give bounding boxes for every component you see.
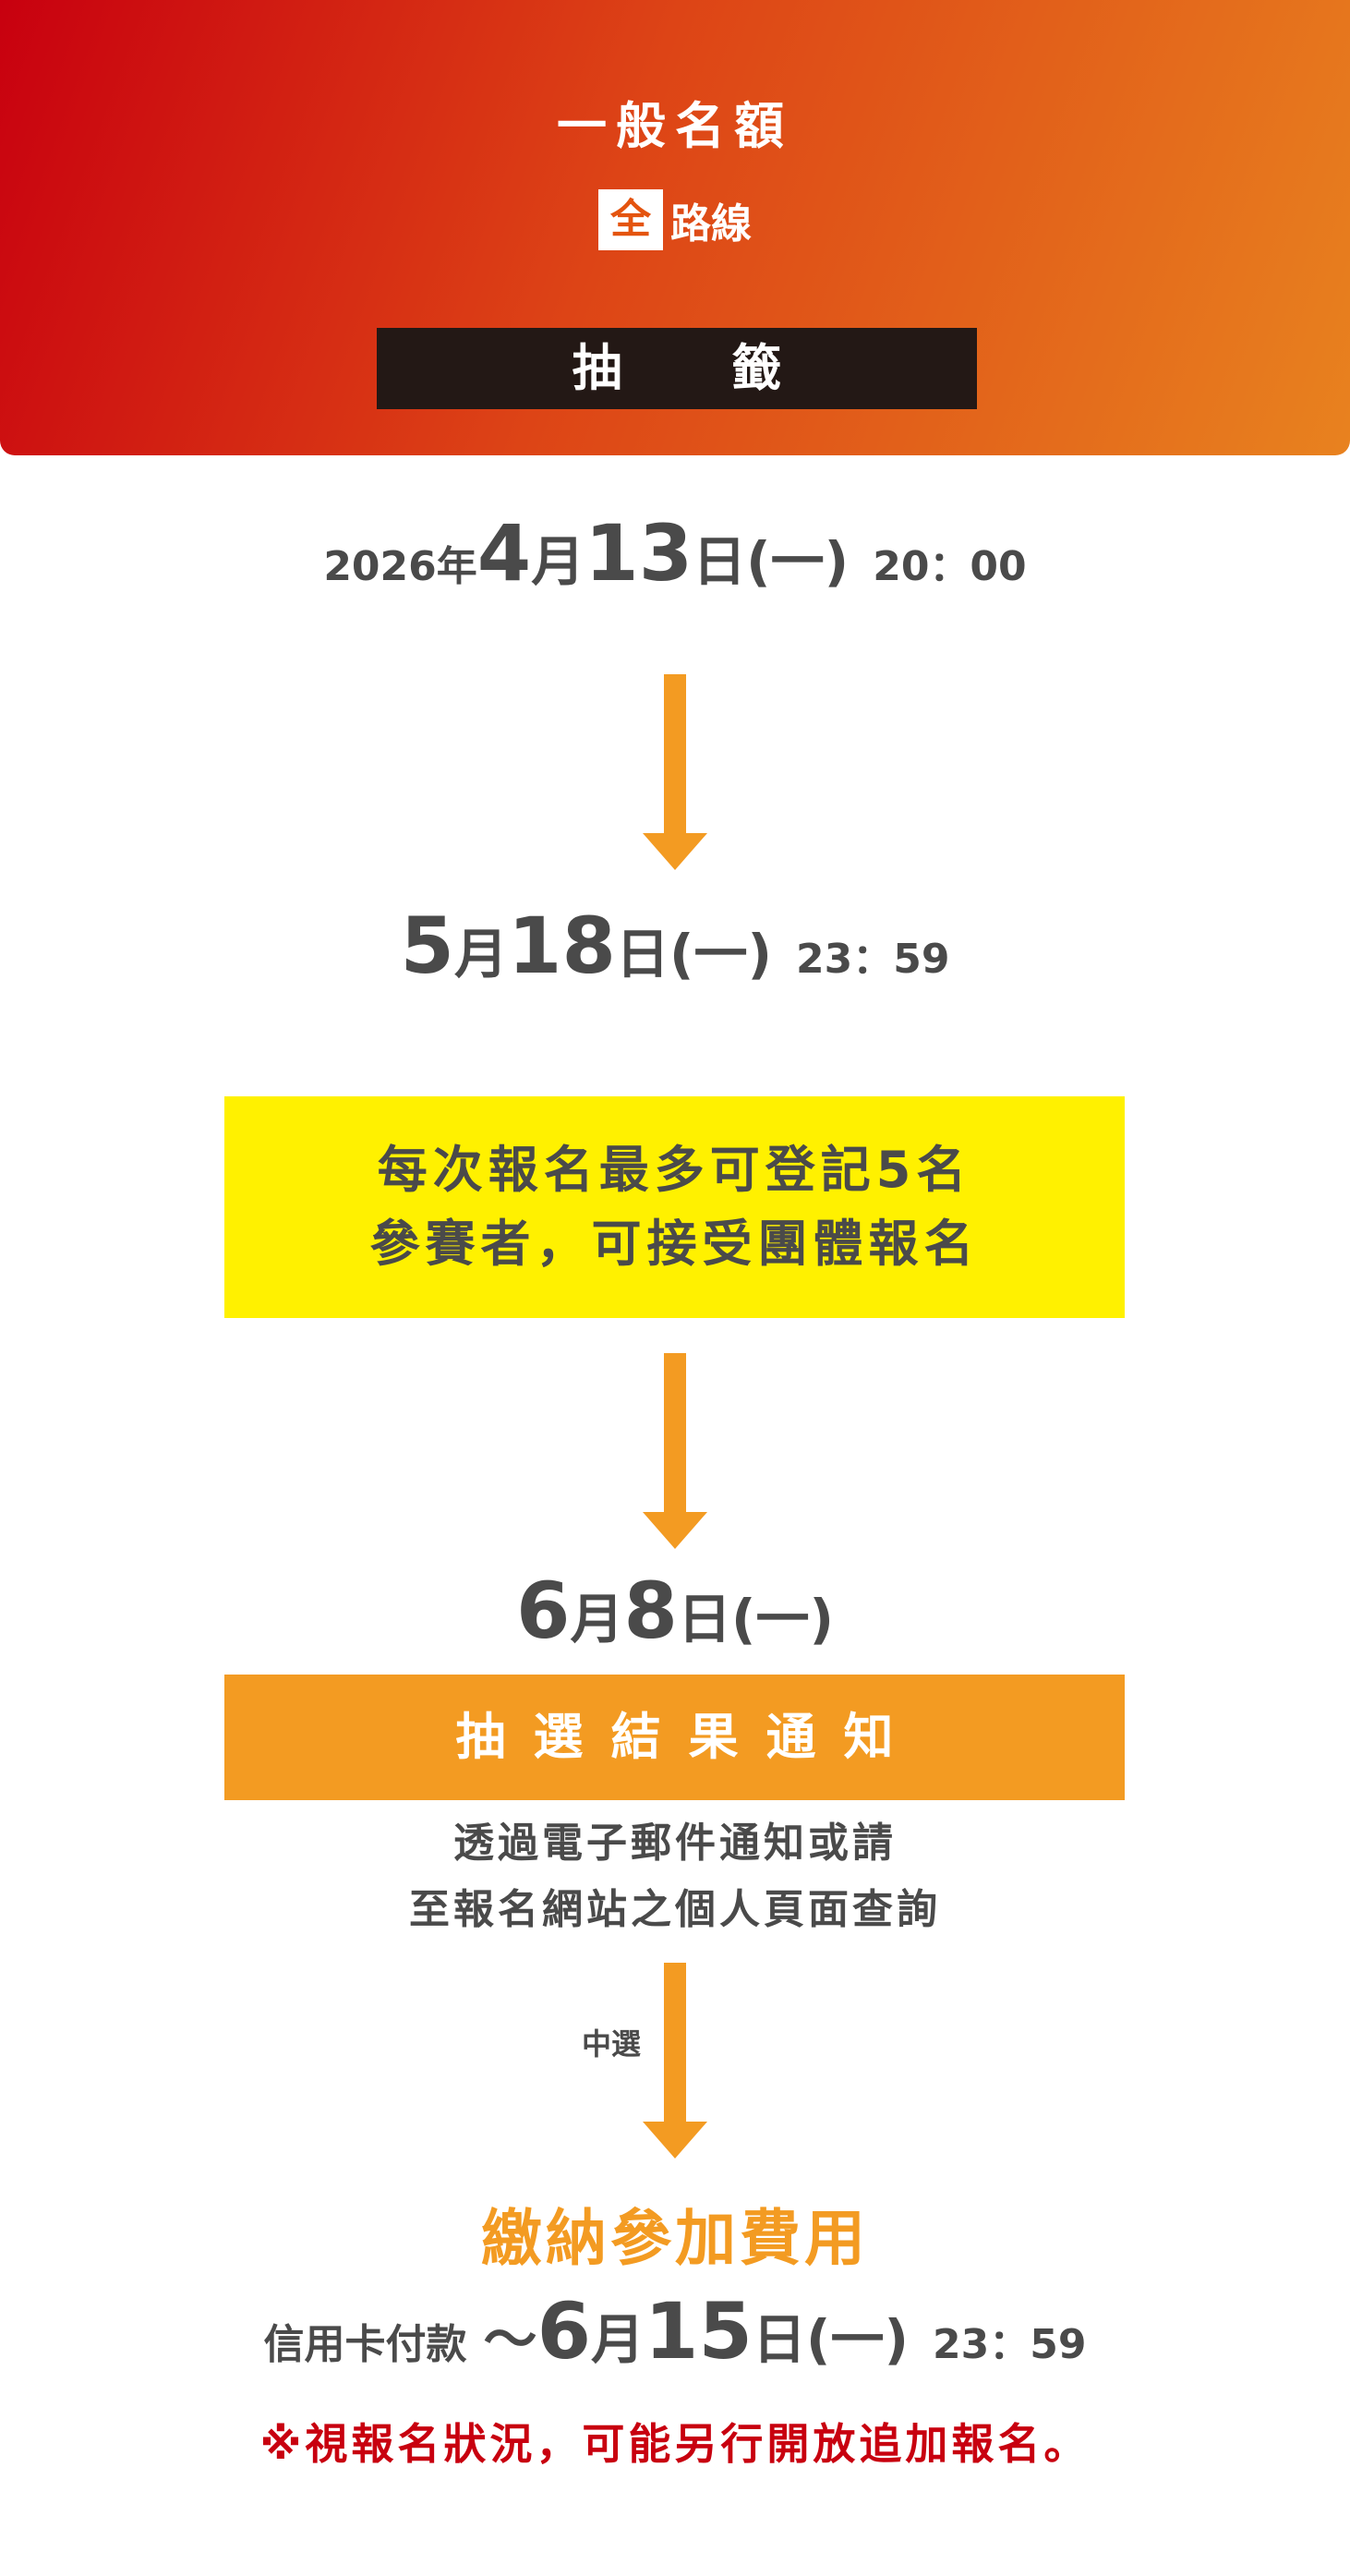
- route-badge: 全: [598, 189, 663, 250]
- start-date: 2026年 4 月 13 日 (一) 20：00: [0, 508, 1350, 599]
- start-day: 13: [585, 508, 693, 599]
- result-description: 透過電子郵件通知或請 至報名網站之個人頁面查詢: [0, 1810, 1350, 1943]
- end-weekday: (一): [669, 923, 772, 986]
- end-day-unit: 日: [615, 923, 669, 986]
- route-label: 路線: [670, 200, 752, 248]
- end-date: 5 月 18 日 (一) 23：59: [0, 901, 1350, 991]
- arrow-down-icon: [643, 674, 707, 870]
- end-day: 18: [508, 901, 616, 991]
- payment-title: 繳納參加費用: [481, 2203, 869, 2274]
- end-month: 5: [400, 901, 454, 991]
- start-month-unit: 月: [531, 530, 585, 593]
- registration-note-line2: 參賽者，可接受團體報名: [369, 1215, 980, 1273]
- start-time: 20：00: [873, 543, 1027, 590]
- arrow-down-icon: [643, 1963, 707, 2159]
- payment-tilde: ～: [483, 2308, 537, 2371]
- registration-note-line1: 每次報名最多可登記5名: [377, 1141, 972, 1199]
- end-month-unit: 月: [454, 923, 509, 986]
- start-month: 4: [476, 508, 532, 599]
- result-month-unit: 月: [570, 1588, 624, 1651]
- result-day-unit: 日: [677, 1588, 731, 1651]
- elected-label: 中選: [582, 2026, 642, 2062]
- result-desc-line2: 至報名網站之個人頁面查詢: [409, 1886, 941, 1933]
- payment-day: 15: [645, 2286, 753, 2376]
- end-time: 23：59: [795, 936, 950, 983]
- route-line: 全 路線: [0, 189, 1350, 250]
- payment-month-unit: 月: [591, 2308, 645, 2371]
- header-title: 一般名額: [557, 97, 793, 155]
- payment-weekday: (一): [805, 2308, 909, 2371]
- result-weekday: (一): [730, 1588, 834, 1651]
- result-desc-line1: 透過電子郵件通知或請: [453, 1820, 897, 1867]
- start-day-unit: 日: [693, 530, 747, 593]
- registration-note: 每次報名最多可登記5名 參賽者，可接受團體報名: [224, 1096, 1125, 1318]
- arrow-down-icon: [643, 1353, 707, 1549]
- start-year: 2026年: [323, 543, 477, 590]
- result-month: 6: [516, 1566, 571, 1656]
- result-title-bar: 抽選結果通知: [224, 1675, 1125, 1800]
- start-weekday: (一): [746, 530, 850, 593]
- payment-month: 6: [536, 2286, 592, 2376]
- payment-day-unit: 日: [752, 2308, 806, 2371]
- payment-method: 信用卡付款: [263, 2321, 467, 2368]
- method-bar: 抽 籤: [377, 328, 977, 409]
- result-day: 8: [623, 1566, 678, 1656]
- footnote: ※視報名狀況，可能另行開放追加報名。: [259, 2419, 1091, 2469]
- result-date: 6 月 8 日 (一): [0, 1566, 1350, 1656]
- payment-deadline: 信用卡付款 ～ 6 月 15 日 (一) 23：59: [0, 2286, 1350, 2376]
- payment-time: 23：59: [932, 2321, 1087, 2368]
